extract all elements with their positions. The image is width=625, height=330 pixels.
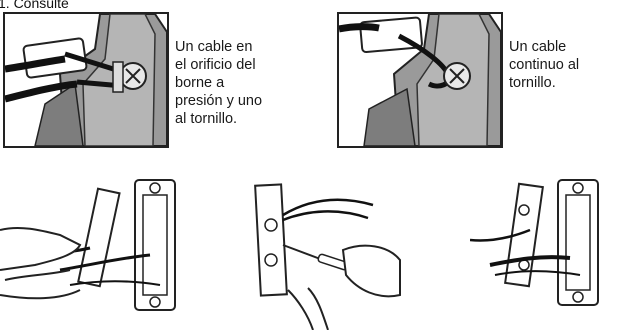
header-text: 1. Consulte (0, 0, 69, 11)
caption-line: Un cable en (175, 39, 253, 55)
illustration-screw-panel (337, 12, 503, 148)
caption-screw: Un cable continuo al tornillo. (509, 38, 619, 92)
caption-line: continuo al (509, 57, 580, 73)
caption-backwire: Un cable en el orificio del borne a pres… (175, 38, 285, 128)
backwire-illustration (5, 14, 167, 146)
wiring-hand-illustration (0, 179, 176, 311)
caption-line: presión y uno (175, 93, 263, 109)
caption-line: el orificio del (175, 57, 256, 73)
screwdriver-illustration (254, 183, 401, 330)
installed-switch-illustration (470, 179, 599, 306)
caption-line: al tornillo. (175, 111, 238, 127)
caption-line: borne a (175, 75, 225, 91)
illustration-backwire-panel (3, 12, 169, 148)
screw-terminal-illustration (339, 14, 501, 146)
caption-line: Un cable (509, 39, 567, 55)
caption-line: tornillo. (509, 75, 556, 91)
